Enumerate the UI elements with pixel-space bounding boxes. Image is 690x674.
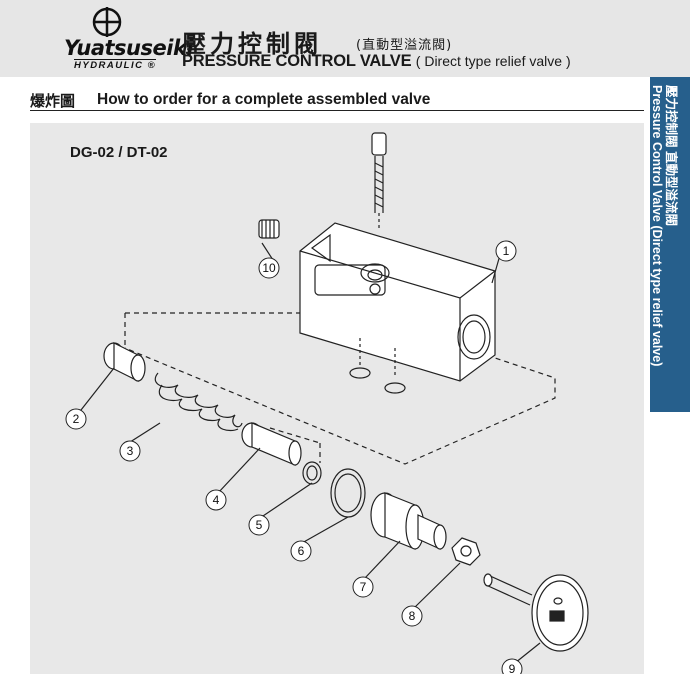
svg-text:2: 2 (73, 412, 80, 426)
callout-3: 3 (119, 440, 141, 462)
poppet-part (103, 342, 146, 382)
side-chapter-tab[interactable]: 壓力控制閥 直動型溢流閥 Pressure Control Valve (Dir… (650, 77, 690, 412)
svg-text:7: 7 (360, 580, 367, 594)
svg-text:5: 5 (256, 518, 263, 532)
callout-10: 10 (258, 257, 280, 279)
page-title-en: PRESSURE CONTROL VALVE ( Direct type rel… (182, 52, 571, 70)
valve-seat-part (241, 422, 302, 466)
page-title-cjk: 壓力控制閥 (182, 30, 322, 58)
svg-text:9: 9 (509, 662, 516, 674)
logo-symbol-icon (92, 7, 122, 37)
section-heading-en: How to order for a complete assembled va… (97, 91, 431, 108)
adjusting-plug-part (370, 492, 447, 550)
adjusting-knob-part (483, 573, 589, 652)
callout-7: 7 (352, 576, 374, 598)
o-ring-part (302, 461, 322, 485)
callout-2: 2 (65, 408, 87, 430)
page-subtitle-en: ( Direct type relief valve ) (415, 53, 571, 69)
page-header: Yuatsuseiki HYDRAULIC ® 壓力控制閥 (直動型溢流閥) P… (0, 0, 690, 77)
lock-nut-part (451, 537, 481, 566)
exploded-diagram-panel: DG-02 / DT-02 (30, 123, 644, 674)
section-heading: 爆炸圖 How to order for a complete assemble… (30, 90, 644, 111)
model-label: DG-02 / DT-02 (70, 144, 168, 161)
logo-subtitle: HYDRAULIC ® (74, 59, 157, 71)
spring-part (154, 372, 243, 432)
svg-text:4: 4 (213, 493, 220, 507)
side-tab-label: 壓力控制閥 直動型溢流閥 Pressure Control Valve (Dir… (650, 85, 678, 367)
svg-text:1: 1 (503, 244, 510, 258)
svg-text:8: 8 (409, 609, 416, 623)
svg-text:3: 3 (127, 444, 134, 458)
callout-1: 1 (495, 240, 517, 262)
cap-screw-part (371, 132, 387, 228)
valve-body-part (299, 222, 496, 394)
callout-group: 1 10 2 3 4 5 6 7 8 9 (65, 240, 523, 674)
svg-text:6: 6 (298, 544, 305, 558)
page-subtitle-cjk: (直動型溢流閥) (356, 38, 453, 53)
plug-part (258, 219, 280, 239)
section-heading-cjk: 爆炸圖 (30, 92, 76, 110)
callout-8: 8 (401, 605, 423, 627)
callout-6: 6 (290, 540, 312, 562)
exploded-view-drawing: 1 10 2 3 4 5 6 7 8 9 (65, 132, 589, 674)
company-logo: Yuatsuseiki HYDRAULIC ® (64, 6, 194, 71)
callout-5: 5 (248, 514, 270, 536)
callout-4: 4 (205, 489, 227, 511)
gasket-part (330, 468, 366, 518)
logo-wordmark: Yuatsuseiki (64, 36, 194, 60)
callout-9: 9 (501, 658, 523, 674)
svg-text:10: 10 (262, 261, 276, 275)
